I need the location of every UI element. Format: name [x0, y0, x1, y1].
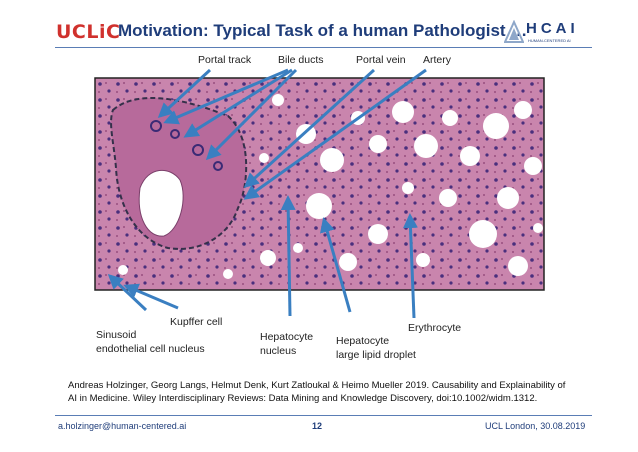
annotation-arrows [107, 68, 427, 319]
footer-divider [55, 415, 592, 416]
hcai-logo-text: HCAI [526, 20, 579, 37]
uclic-logo: UCLiC [56, 21, 121, 43]
label-kupffer-cell: Kupffer cell [170, 316, 222, 328]
citation: Andreas Holzinger, Georg Langs, Helmut D… [68, 379, 588, 405]
bile-duct-group [150, 120, 223, 171]
liver-histology-image: Portal track Bile ducts Portal vein Arte… [94, 54, 545, 361]
label-erythrocyte: Erythrocyte [408, 322, 461, 334]
label-portal-track: Portal track [198, 54, 252, 66]
citation-line1: Andreas Holzinger, Georg Langs, Helmut D… [68, 380, 566, 391]
portal-vein-lumen [138, 170, 184, 237]
label-hepatocyte-droplet-line1: Hepatocyte [336, 335, 389, 347]
hcai-logo-subtext: HUMAN-CENTERED AI [528, 38, 571, 43]
label-hepatocyte-nucleus-line1: Hepatocyte [260, 331, 313, 343]
hcai-triangle-icon [504, 20, 524, 43]
label-artery: Artery [423, 54, 452, 66]
slide-title: Motivation: Typical Task of a human Path… [118, 21, 528, 40]
footer-place-date: UCL London, 30.08.2019 [485, 421, 586, 431]
label-hepatocyte-nucleus-line2: nucleus [260, 345, 296, 357]
label-portal-vein: Portal vein [356, 54, 406, 66]
hcai-logo: HCAI HUMAN-CENTERED AI [504, 20, 588, 46]
label-hepatocyte-droplet-line2: large lipid droplet [336, 349, 416, 361]
label-sinusoid-line2: endothelial cell nucleus [96, 343, 205, 355]
page-number: 12 [312, 421, 323, 431]
header-divider [55, 47, 592, 48]
label-bile-ducts: Bile ducts [278, 54, 324, 66]
histology-figure: Portal track Bile ducts Portal vein Arte… [78, 48, 561, 368]
label-sinusoid-line1: Sinusoid [96, 329, 136, 341]
citation-line2: AI in Medicine. Wiley Interdisciplinary … [68, 393, 538, 404]
footer-email: a.holzinger@human-centered.ai [58, 421, 187, 431]
